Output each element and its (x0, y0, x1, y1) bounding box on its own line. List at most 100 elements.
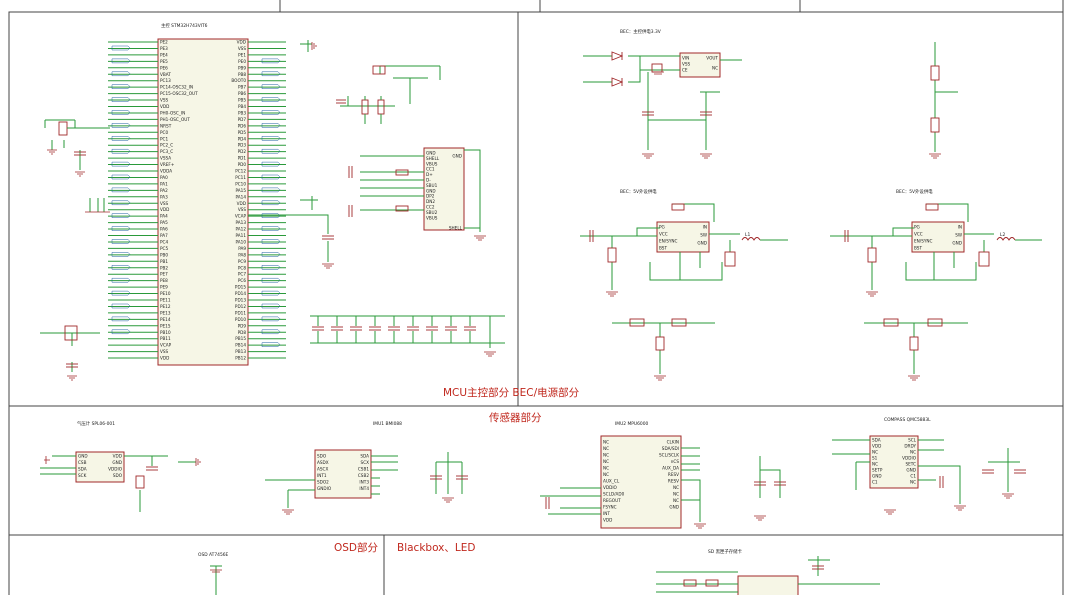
pin-label: BST (659, 246, 667, 251)
pin-label: PB2 (160, 265, 168, 270)
imu2-wiring (540, 447, 786, 529)
osd-wiring (210, 565, 222, 595)
pin-label: SCK (78, 473, 87, 478)
pin-label: PC15-OSC32_OUT (160, 91, 198, 96)
pin-label: PB1 (160, 259, 168, 264)
pin-label: SHELL (426, 156, 440, 161)
pin-label: PD5 (238, 130, 247, 135)
pin-label: NC (603, 446, 609, 451)
pin-label: GND (697, 241, 707, 246)
pin-label: NC (673, 492, 679, 497)
pin-label: SBU1 (426, 183, 438, 188)
pin-label: DRDY (904, 444, 916, 449)
pin-label: FSYNC (603, 505, 617, 510)
pin-label: PA14 (236, 194, 247, 199)
section-title-blackbox: Blackbox、LED (397, 542, 475, 554)
pin-label: PC14-OSC32_IN (160, 85, 193, 90)
pin-label: PB6 (238, 91, 246, 96)
bec-5v-b-title: BEC：5V外设供电 (896, 188, 933, 195)
net-labels (111, 45, 281, 347)
usb-connector-pins: GNDSHELLVBUSCC1D+D-SBU1GNDDP2DN2CC2SBU2V… (426, 151, 463, 231)
crystal-circuit (44, 119, 110, 177)
pin-label: C1 (910, 474, 916, 479)
mcu-left-pins: PE2PE3PE4PE5PE6VBATPC13PC14-OSC32_INPC15… (108, 40, 198, 361)
pin-label: PE15 (160, 323, 171, 328)
pin-label: PC2_C (160, 143, 173, 148)
baro-title: 气压计 SPL06-001 (77, 420, 115, 427)
pin-label: PC3_C (160, 149, 173, 154)
pin-label: VDDIO (902, 456, 917, 461)
pin-label: INT3 (359, 480, 369, 485)
pin-label: NC (603, 472, 609, 477)
pin-label: NC (603, 466, 609, 471)
bec-5v-a-wiring: L1 (580, 203, 788, 297)
pin-label: PD2 (238, 149, 247, 154)
sd-title: SD 黑匣子存储卡 (708, 548, 743, 555)
imu2-pins: NCNCNCNCNCNCAUX_CLVDDIOSCLD/AD0REGOUTFSY… (603, 440, 680, 523)
pin-label: SCLD/AD0 (603, 492, 625, 497)
compass-wiring (832, 439, 1026, 515)
pin-label: PA3 (160, 194, 168, 199)
pin-label: PD7 (238, 117, 247, 122)
pin-label: NC (872, 462, 878, 467)
pin-label: PA0 (160, 175, 168, 180)
usb-wiring (348, 149, 486, 241)
pin-label: RESV (668, 472, 679, 477)
pin-label: PA10 (236, 239, 247, 244)
pin-label: NRST (160, 123, 172, 128)
pin-label: VREF+ (160, 162, 175, 167)
pin-label: VDD (160, 356, 169, 361)
inductor-l1-label: L1 (745, 232, 750, 238)
pin-label: NC (712, 66, 718, 71)
pin-label: SCL (908, 438, 917, 443)
pin-label: PB15 (235, 336, 246, 341)
bec-5v-b-feedback (864, 318, 968, 381)
pin-label: PH0-OSC_IN (160, 110, 185, 115)
baro-chip (75, 451, 125, 483)
decoupling-capacitor-bank (310, 315, 505, 357)
usb-connector (423, 147, 465, 231)
buck-b-chip (911, 221, 965, 253)
pin-label: VSS (238, 46, 247, 51)
pin-label: NC (910, 450, 916, 455)
boot-circuit (300, 40, 441, 124)
pin-label: VDDA (160, 169, 172, 174)
mcu-chip (157, 38, 249, 366)
pin-label: NC (603, 453, 609, 458)
pin-label: PA9 (238, 246, 246, 251)
pin-label: SDA (360, 454, 369, 459)
pin-label: EN/SYNC (659, 239, 678, 244)
pin-label: IN (703, 225, 707, 230)
pin-label: nCS (671, 459, 680, 464)
pin-label: PB9 (238, 65, 246, 70)
pin-label: PB3 (238, 110, 246, 115)
baro-wiring (40, 455, 201, 512)
pin-label: REGOUT (603, 498, 621, 503)
pin-label: PB10 (160, 330, 171, 335)
pin-label: INT (603, 511, 610, 516)
mcu-decoupling-left (40, 198, 110, 381)
pin-label: VCAP (235, 214, 247, 219)
pin-label: VDD (237, 40, 246, 45)
imu2-chip (600, 435, 682, 529)
pin-label: SDA (78, 467, 87, 472)
sheet-frame (8, 11, 1064, 600)
pin-label: SCL/SCLK (659, 453, 679, 458)
pin-label: NC (673, 498, 679, 503)
pin-label: PE13 (160, 310, 171, 315)
pin-label: VDD (160, 207, 169, 212)
pin-label: PC5 (160, 246, 168, 251)
imu2-title: IMU2 MPU6000 (615, 421, 649, 427)
bec-main-title: BEC：主控供电3.3V (620, 28, 661, 35)
pin-label: C1 (872, 480, 878, 485)
pin-label: PC8 (238, 265, 246, 270)
pin-label: CC1 (426, 167, 435, 172)
pin-label: PE8 (160, 278, 168, 283)
pin-label: PA13 (236, 220, 247, 225)
pin-label: PC1 (160, 136, 168, 141)
pin-label: PC0 (160, 130, 168, 135)
pin-label: VBUS (426, 161, 438, 166)
